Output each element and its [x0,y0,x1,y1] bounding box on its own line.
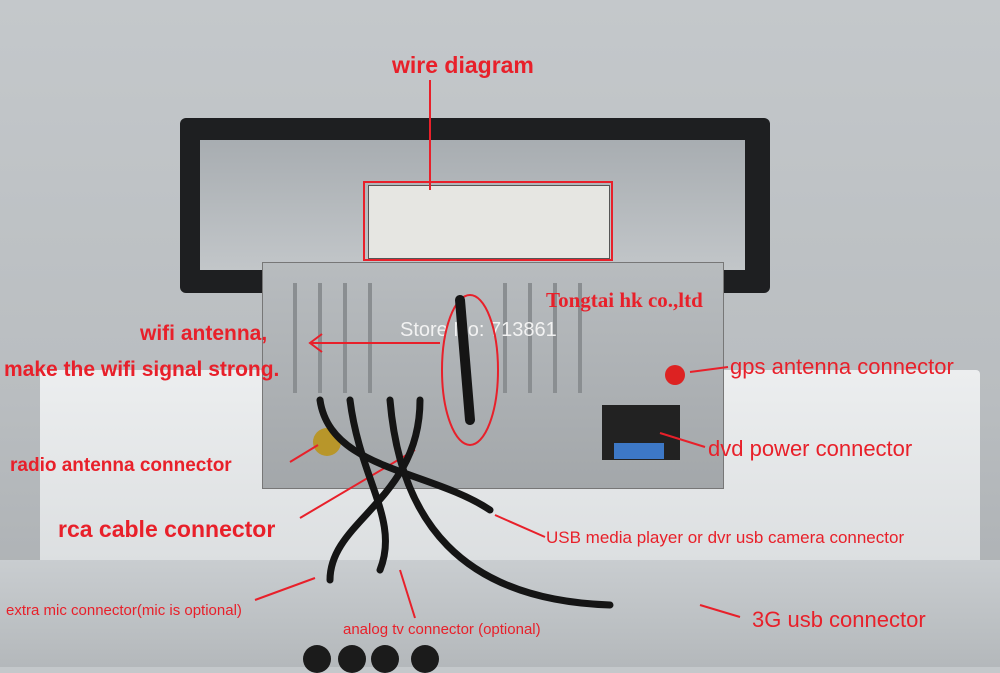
3g-pointer [699,604,741,618]
rca-pointer [299,449,416,519]
store-watermark: Store No: 713861 [400,319,557,341]
dvd-power-connector [602,405,680,460]
cables [316,295,614,609]
gps-pointer [689,366,729,373]
wire-diagram-sticker [368,185,610,259]
usb-media-pointer [494,514,546,538]
label-rca: rca cable connector [58,516,276,542]
table-surface [0,560,1000,667]
label-company: Tongtai hk co.,ltd [546,288,703,312]
label-3g-usb: 3G usb connector [752,607,926,632]
label-usb-media: USB media player or dvr usb camera conne… [546,528,905,547]
wifi-antenna-highlight [441,294,499,446]
device-rear-panel [262,262,724,673]
mic-pointer [254,577,316,601]
tv-pointer [399,569,416,619]
label-radio: radio antenna connector [10,455,232,476]
label-wifi-signal: make the wifi signal strong. [4,358,280,381]
label-analog-tv: analog tv connector (optional) [343,621,541,638]
label-dvd-power: dvd power connector [708,436,913,461]
power-pointer [659,432,706,448]
label-wire-diagram: wire diagram [392,52,534,78]
label-wifi-antenna: wifi antenna, [140,322,268,345]
wire-diagram-highlight [363,181,613,261]
gps-antenna-connector [665,365,685,385]
label-mic: extra mic connector(mic is optional) [6,602,242,619]
radio-pointer [289,444,319,463]
wifi-arrow-head [308,333,323,353]
label-gps: gps antenna connector [730,354,954,379]
